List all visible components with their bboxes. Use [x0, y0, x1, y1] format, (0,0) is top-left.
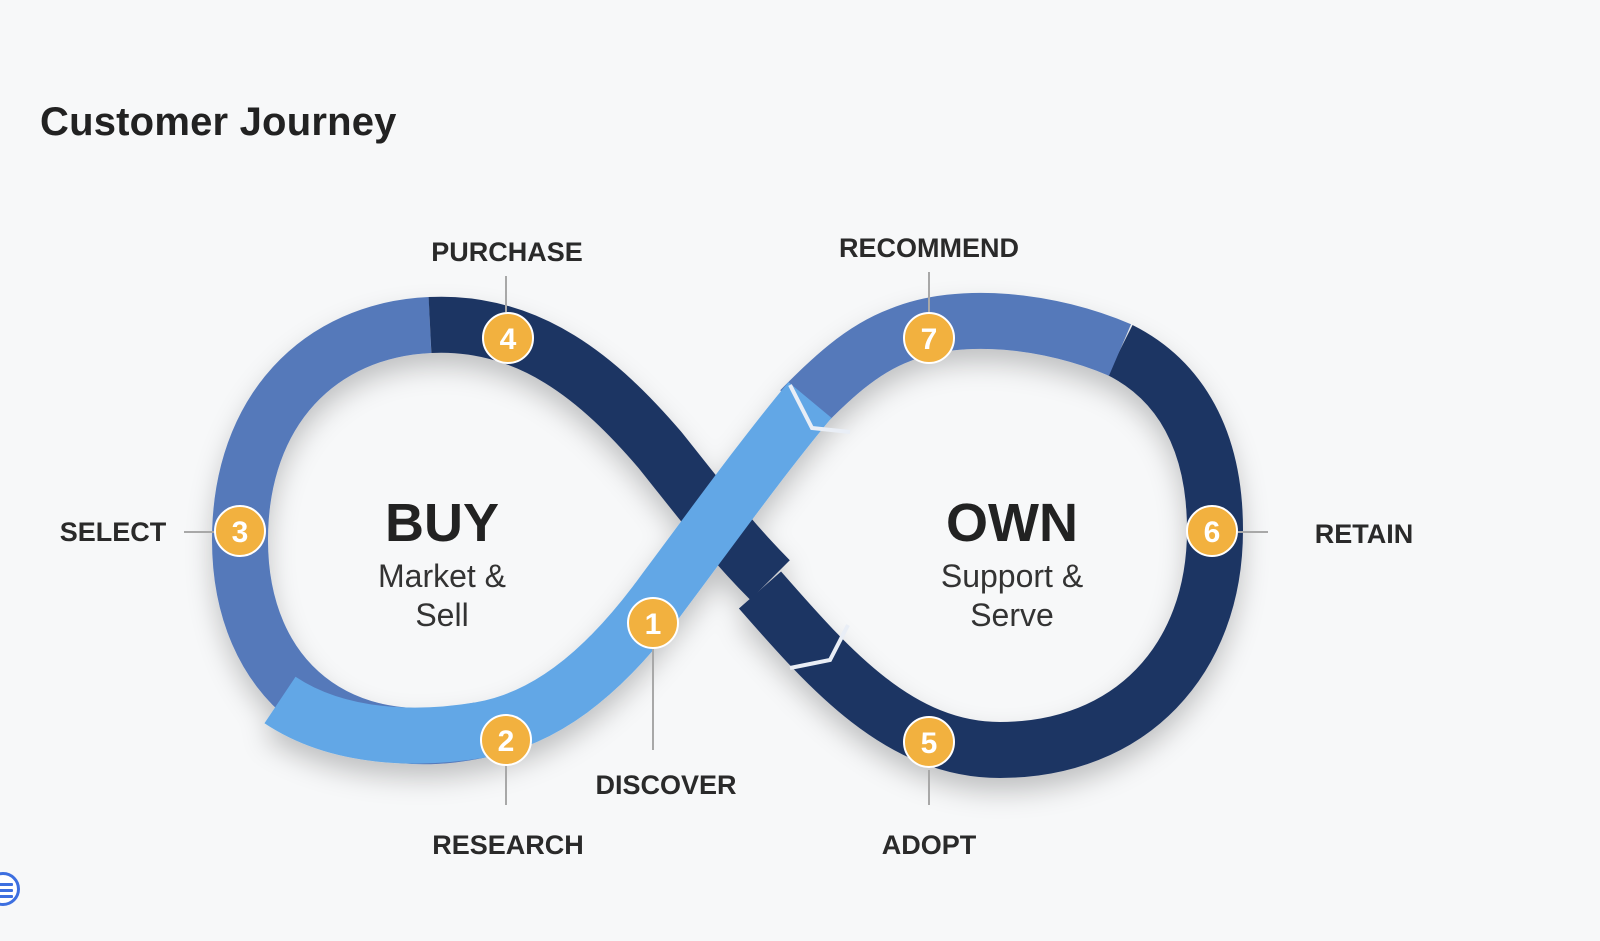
segment-separator: [788, 384, 851, 434]
stage-badge-2-number: 2: [498, 725, 515, 758]
stage-label-research: RESEARCH: [432, 830, 584, 860]
stage-label-retain: RETAIN: [1315, 519, 1414, 549]
stage-badge-5: 5: [903, 716, 955, 768]
own-loop-dark-band: [738, 324, 1244, 779]
phase-subtitle-own-line1: Support &: [941, 558, 1083, 594]
stage-badge-7-number: 7: [921, 323, 938, 356]
phase-subtitle-own-line2: Serve: [970, 597, 1054, 633]
phase-title-own: OWN: [946, 493, 1078, 553]
page-title: Customer Journey: [40, 100, 397, 144]
stage-badge-3-number: 3: [232, 516, 249, 549]
stage-badge-3: 3: [214, 505, 266, 557]
stage-badge-2: 2: [480, 714, 532, 766]
phase-subtitle-buy-line2: Sell: [415, 597, 468, 633]
phase-subtitle-buy-line1: Market &: [378, 558, 506, 594]
segment-separator: [789, 624, 850, 670]
phase-title-buy: BUY: [385, 493, 499, 553]
stage-badge-5-number: 5: [921, 727, 938, 760]
discover-research-light-band: [264, 382, 832, 764]
connector-lines: [184, 272, 1268, 805]
stage-badge-6-number: 6: [1204, 516, 1221, 549]
stage-label-adopt: ADOPT: [882, 830, 977, 860]
own-loop-mid-band: [780, 292, 1132, 430]
stage-badge-4: 4: [482, 312, 534, 364]
stage-badge-1-number: 1: [645, 608, 662, 641]
stage-badge-4-number: 4: [500, 323, 517, 356]
stage-badge-7: 7: [903, 312, 955, 364]
stage-badge-1: 1: [627, 597, 679, 649]
stage-label-discover: DISCOVER: [595, 770, 736, 800]
stage-label-select: SELECT: [60, 517, 167, 547]
stage-badge-6: 6: [1186, 505, 1238, 557]
stage-label-recommend: RECOMMEND: [839, 233, 1019, 263]
stage-label-purchase: PURCHASE: [431, 237, 583, 267]
